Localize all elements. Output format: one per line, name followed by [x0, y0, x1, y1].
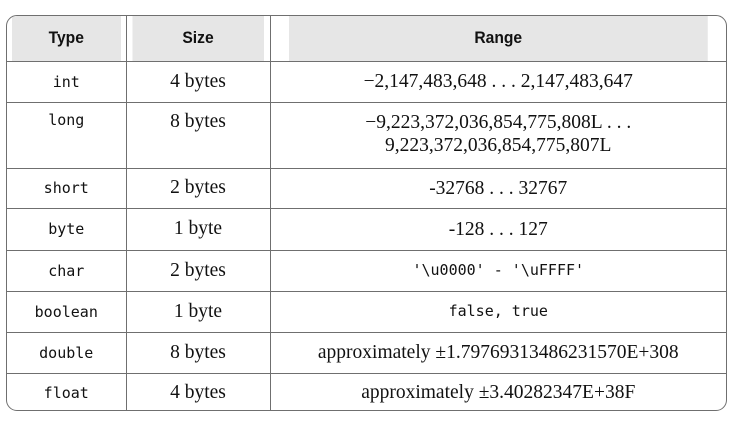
type-cell: byte	[7, 208, 127, 251]
range-cell: false, true	[270, 291, 726, 333]
type-cell: double	[7, 332, 127, 374]
types-table: Type Size Range int 4 bytes −2,147,483,6…	[7, 16, 726, 410]
range-cell: −9,223,372,036,854,775,808L . . . 9,223,…	[270, 102, 726, 169]
table-row: double 8 bytes approximately ±1.79769313…	[7, 332, 726, 374]
type-cell: float	[7, 373, 127, 410]
table-row: int 4 bytes −2,147,483,648 . . . 2,147,4…	[7, 61, 726, 103]
size-cell: 4 bytes	[126, 373, 271, 410]
type-cell: boolean	[7, 291, 127, 333]
type-cell: short	[7, 168, 127, 209]
size-cell: 2 bytes	[126, 168, 271, 209]
range-cell: '\u0000' - '\uFFFF'	[270, 250, 726, 292]
range-line: −2,147,483,648 . . . 2,147,483,647	[363, 71, 633, 92]
type-cell: long	[7, 102, 127, 169]
header-range-label: Range	[474, 28, 523, 48]
size-cell: 1 byte	[126, 208, 271, 251]
table-row: float 4 bytes approximately ±3.40282347E…	[7, 373, 726, 410]
header-size: Size	[131, 16, 265, 62]
range-cell: -128 . . . 127	[270, 208, 726, 251]
header-size-label: Size	[182, 28, 214, 48]
table-row: long 8 bytes −9,223,372,036,854,775,808L…	[7, 102, 726, 169]
range-line: '\u0000' - '\uFFFF'	[412, 261, 585, 279]
table-row: char 2 bytes '\u0000' - '\uFFFF'	[7, 250, 726, 292]
table-row: byte 1 byte -128 . . . 127	[7, 208, 726, 251]
range-line: false, true	[448, 302, 548, 320]
range-cell: −2,147,483,648 . . . 2,147,483,647	[270, 61, 726, 103]
header-row: Type Size Range	[7, 16, 726, 62]
type-cell: char	[7, 250, 127, 292]
size-cell: 8 bytes	[126, 102, 271, 169]
range-cell: approximately ±1.79769313486231570E+308	[270, 332, 726, 374]
header-type-label: Type	[48, 28, 84, 48]
range-line: approximately ±1.79769313486231570E+308	[317, 342, 679, 363]
header-type: Type	[11, 16, 122, 62]
range-line: −9,223,372,036,854,775,808L . . .	[365, 111, 632, 133]
range-line: -128 . . . 127	[448, 218, 548, 240]
range-line: approximately ±3.40282347E+38F	[361, 382, 636, 404]
size-cell: 8 bytes	[126, 332, 271, 374]
table-row: short 2 bytes -32768 . . . 32767	[7, 168, 726, 209]
range-cell: -32768 . . . 32767	[270, 168, 726, 209]
type-cell: int	[7, 61, 127, 103]
size-cell: 2 bytes	[126, 250, 271, 292]
table-row: boolean 1 byte false, true	[7, 291, 726, 333]
size-cell: 1 byte	[126, 291, 271, 333]
range-line: 9,223,372,036,854,775,807L	[385, 134, 612, 156]
range-line: -32768 . . . 32767	[429, 177, 568, 199]
size-cell: 4 bytes	[126, 61, 271, 103]
header-range: Range	[288, 16, 708, 62]
data-types-table: Type Size Range int 4 bytes −2,147,483,6…	[6, 15, 727, 411]
range-cell: approximately ±3.40282347E+38F	[270, 373, 726, 410]
